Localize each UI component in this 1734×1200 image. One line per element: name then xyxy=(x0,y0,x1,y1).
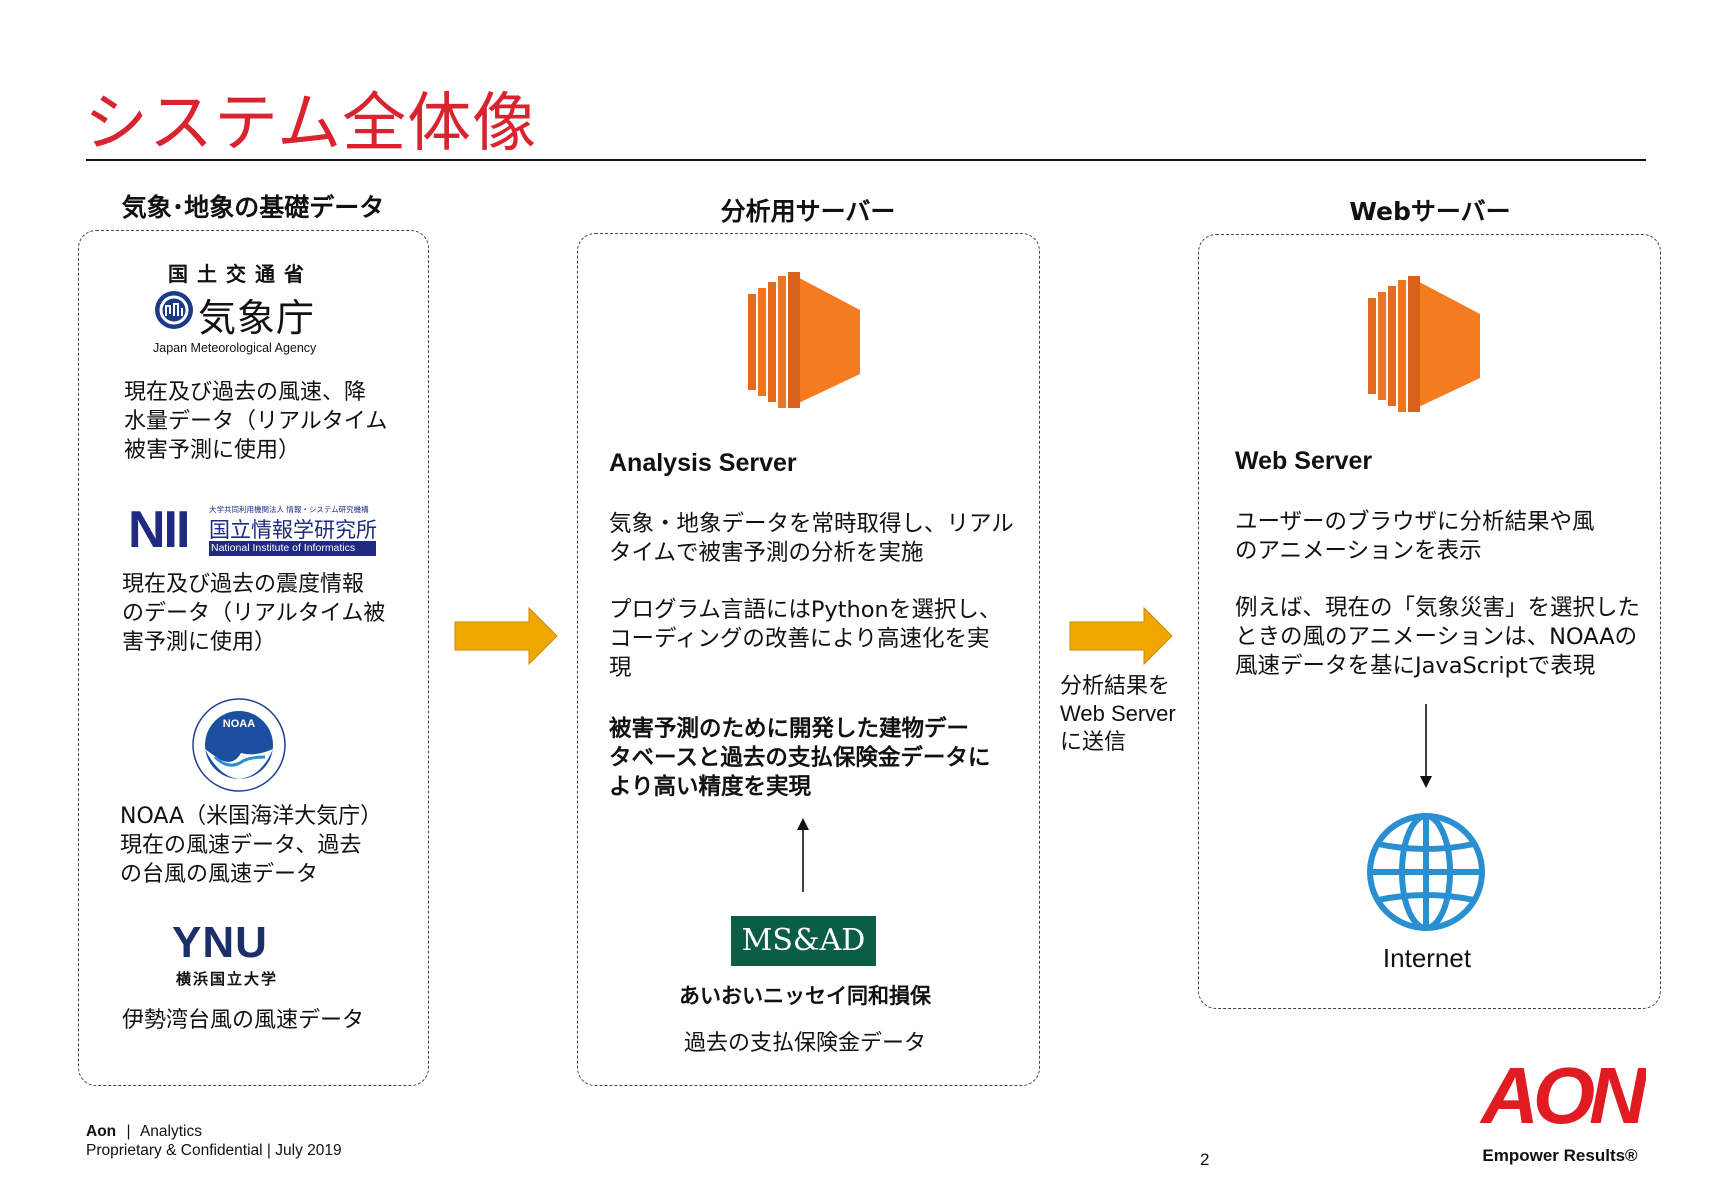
partner-description: 過去の支払保険金データ xyxy=(683,1031,926,1056)
title-divider xyxy=(86,159,1646,161)
analysis-box xyxy=(577,233,1040,1086)
jma-logo: 国土交通省 気象庁 Japan Meteorological Agency xyxy=(150,258,330,358)
right-arrow-icon xyxy=(1069,606,1173,666)
right-arrow-icon xyxy=(454,606,558,666)
jma-english-name: Japan Meteorological Agency xyxy=(153,341,317,355)
nii-org-label: 大学共同利用機関法人 情報・システム研究機構 xyxy=(209,505,369,514)
web-para-1: ユーザーのブラウザに分析結果や風 のアニメーションを表示 xyxy=(1235,509,1595,564)
web-heading: Webサーバー xyxy=(1349,197,1511,226)
down-arrow-icon xyxy=(1420,704,1432,788)
footer-division: Analytics xyxy=(139,1123,202,1140)
footer-confidential: Proprietary & Confidential | July 2019 xyxy=(86,1142,342,1159)
nii-abbr: NII xyxy=(128,501,190,559)
nii-name: 国立情報学研究所 xyxy=(209,518,377,542)
analysis-para-2: プログラム言語にはPythonを選択し、 コーディングの改善により高速化を実 現 xyxy=(609,597,1002,681)
web-server-title: Web Server xyxy=(1235,447,1373,475)
ynu-logo: YNU 横浜国立大学 xyxy=(170,918,310,992)
noaa-logo-icon: NOAA xyxy=(192,698,286,792)
server-icon xyxy=(748,272,860,408)
ynu-name: 横浜国立大学 xyxy=(176,970,279,988)
up-arrow-icon xyxy=(797,818,809,892)
analysis-heading: 分析用サーバー xyxy=(720,197,896,226)
page-number: 2 xyxy=(1200,1150,1210,1169)
analysis-para-3: 被害予測のために開発した建物デー タベースと過去の支払保険金データに より高い精… xyxy=(609,716,991,800)
jma-name: 気象庁 xyxy=(198,296,316,340)
web-box xyxy=(1198,234,1661,1009)
jma-ministry-label: 国土交通省 xyxy=(168,262,313,286)
aioi-nissay-name: あいおいニッセイ同和損保 xyxy=(679,984,931,1008)
web-para-2: 例えば、現在の「気象災害」を選択した ときの風のアニメーションは、NOAAの 風… xyxy=(1235,595,1641,679)
globe-icon xyxy=(1367,813,1485,931)
aon-tagline: Empower Results® xyxy=(1482,1146,1638,1165)
server-icon xyxy=(1368,276,1480,412)
ynu-description: 伊勢湾台風の風速データ xyxy=(122,1008,365,1033)
footer-separator: | xyxy=(126,1123,131,1140)
nii-description: 現在及び過去の震度情報 のデータ（リアルタイム被 害予測に使用） xyxy=(122,572,386,655)
slide-title: システム全体像 xyxy=(84,87,538,161)
internet-label: Internet xyxy=(1382,943,1472,973)
analysis-server-title: Analysis Server xyxy=(609,449,797,477)
footer-brand-line: Aon | Analytics xyxy=(86,1122,202,1141)
jma-emblem-icon xyxy=(155,291,193,329)
msad-logo: MS&AD xyxy=(731,916,876,966)
transfer-note: 分析結果を Web Server に送信 xyxy=(1060,673,1176,754)
ynu-abbr: YNU xyxy=(172,918,268,967)
data-sources-box xyxy=(78,230,429,1086)
noaa-abbr: NOAA xyxy=(223,718,255,730)
footer-brand: Aon xyxy=(86,1123,117,1140)
nii-english-name: National Institute of Informatics xyxy=(209,541,376,556)
noaa-description: NOAA（米国海洋大気庁） 現在の風速データ、過去 の台風の風速データ xyxy=(120,804,383,887)
nii-logo: NII 大学共同利用機関法人 情報・システム研究機構 国立情報学研究所 Nati… xyxy=(128,504,378,556)
aon-logo: AON xyxy=(1481,1056,1646,1136)
analysis-para-1: 気象・地象データを常時取得し、リアル タイムで被害予測の分析を実施 xyxy=(609,511,1014,566)
jma-description: 現在及び過去の風速、降 水量データ（リアルタイム 被害予測に使用） xyxy=(124,380,388,463)
data-sources-heading: 気象･地象の基礎データ xyxy=(121,193,385,222)
